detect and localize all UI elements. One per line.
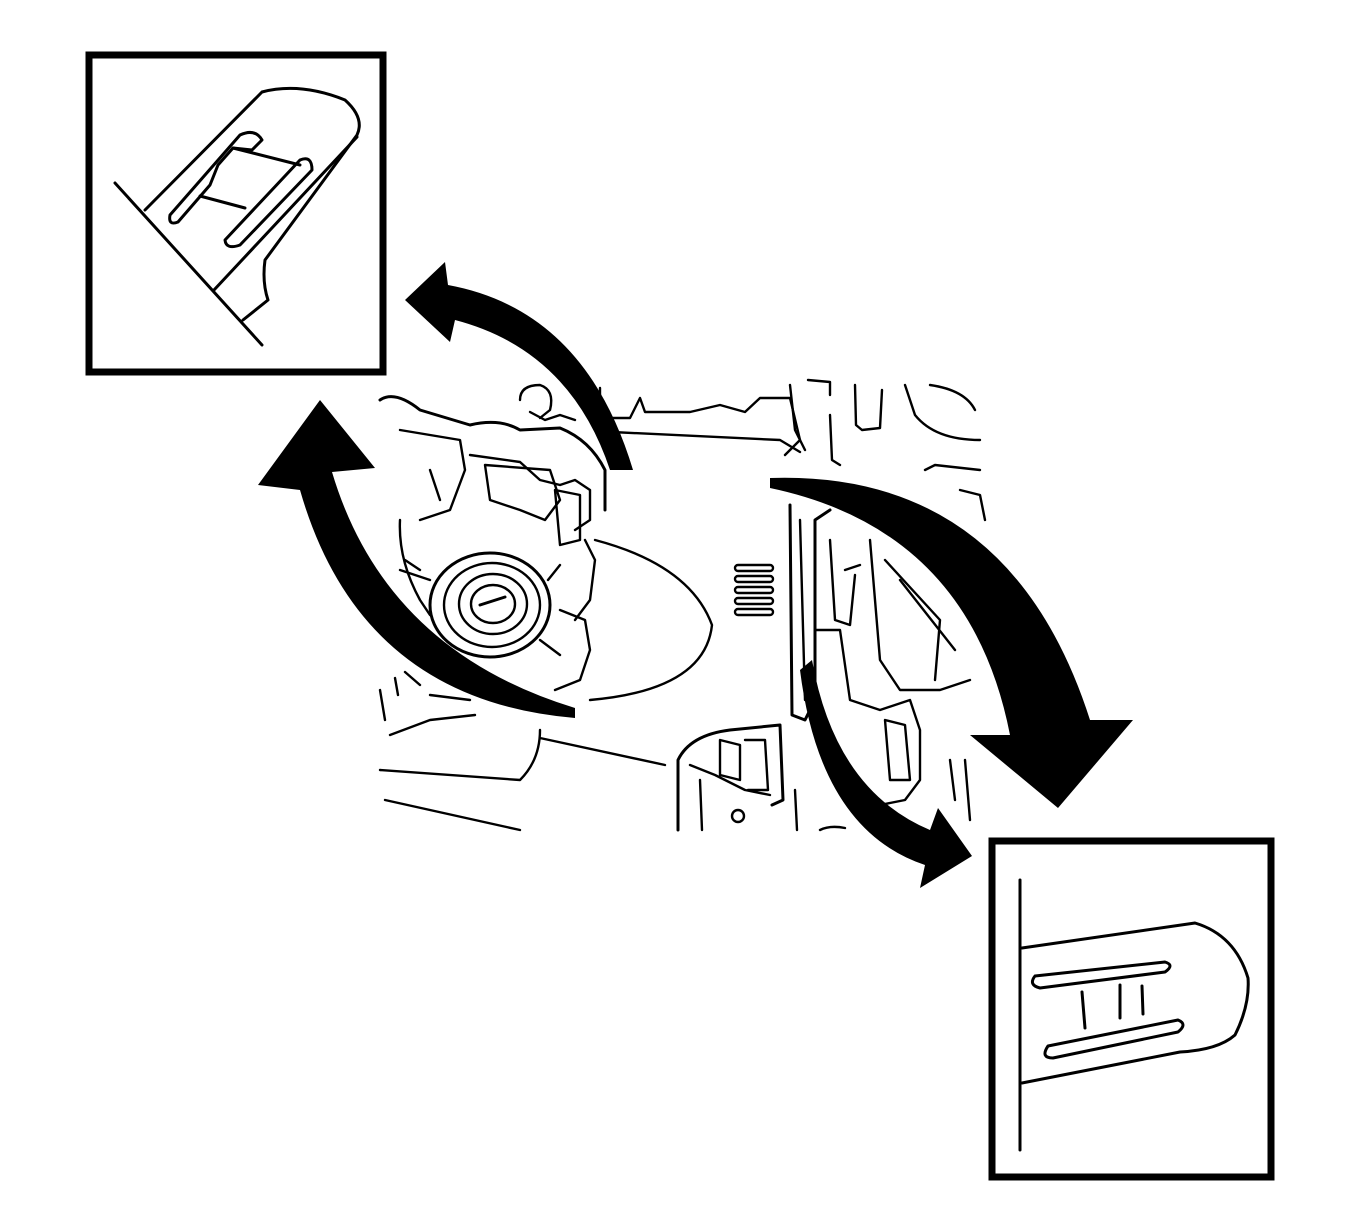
clip-tab-inner-edge xyxy=(212,135,359,292)
clip-ribs xyxy=(198,146,302,210)
clip-slot-lower xyxy=(223,157,314,249)
bracket-detail xyxy=(688,738,772,797)
inset-frame xyxy=(988,837,1275,1181)
instrument-panel-context xyxy=(378,378,987,832)
arrow-shape xyxy=(405,262,633,470)
arrow-shape xyxy=(258,400,575,718)
switch-bracket xyxy=(553,488,582,547)
bracket-lower-lines xyxy=(698,778,847,832)
detail-inset-bottom-right xyxy=(988,837,1275,1181)
cover-lower-outline xyxy=(588,538,714,702)
detail-inset-top-left xyxy=(85,51,387,376)
rotate-arrow-left xyxy=(258,400,575,718)
switch-housing xyxy=(483,463,562,522)
knee-bolster-detail xyxy=(378,670,477,737)
cover-right-slot xyxy=(883,718,912,782)
panel-lower-edge xyxy=(610,430,802,454)
cover-side-edges xyxy=(398,518,597,622)
lock-cylinder-face xyxy=(457,572,529,636)
inset-frame xyxy=(85,51,387,376)
clip-tab-outline xyxy=(143,86,361,322)
steering-column-cover-upper xyxy=(378,383,607,692)
rotate-arrow-upper-left xyxy=(405,262,633,470)
panel-right-detail xyxy=(903,383,987,522)
arrow-shape xyxy=(800,660,972,888)
cover-lower-tab xyxy=(553,608,592,692)
column-lower-bracket xyxy=(676,723,847,832)
steering-column-cover-lower xyxy=(588,538,775,702)
trim-panel-edge xyxy=(113,181,264,347)
bracket-bolt xyxy=(730,808,746,824)
arrow-shape xyxy=(770,477,1133,808)
cover-right-edge xyxy=(948,758,972,822)
lower-trim-left xyxy=(378,728,667,832)
clip-ribs xyxy=(1080,983,1145,1030)
bracket-outline xyxy=(676,723,785,832)
lock-bezel-outer xyxy=(428,551,552,659)
clip-slot-lower xyxy=(1043,1018,1185,1060)
column-switch-stalk-base xyxy=(518,383,577,422)
cover-upper-top-edge xyxy=(378,395,607,512)
rotate-arrow-lower-right xyxy=(800,660,972,888)
rotate-arrow-right xyxy=(770,477,1133,808)
vent-slots xyxy=(733,563,775,617)
clip-slot-upper xyxy=(1030,960,1172,990)
panel-vents xyxy=(788,378,884,467)
lock-cylinder-core xyxy=(469,583,517,625)
lock-bezel-ring xyxy=(442,561,542,649)
cover-right-panel xyxy=(868,538,972,692)
key-slot xyxy=(478,595,507,607)
cover-upper-inner-detail xyxy=(398,428,592,532)
cover-right-lower xyxy=(813,628,922,807)
clip-tab-outline xyxy=(1020,921,1250,1085)
panel-upper-edge xyxy=(598,386,802,457)
